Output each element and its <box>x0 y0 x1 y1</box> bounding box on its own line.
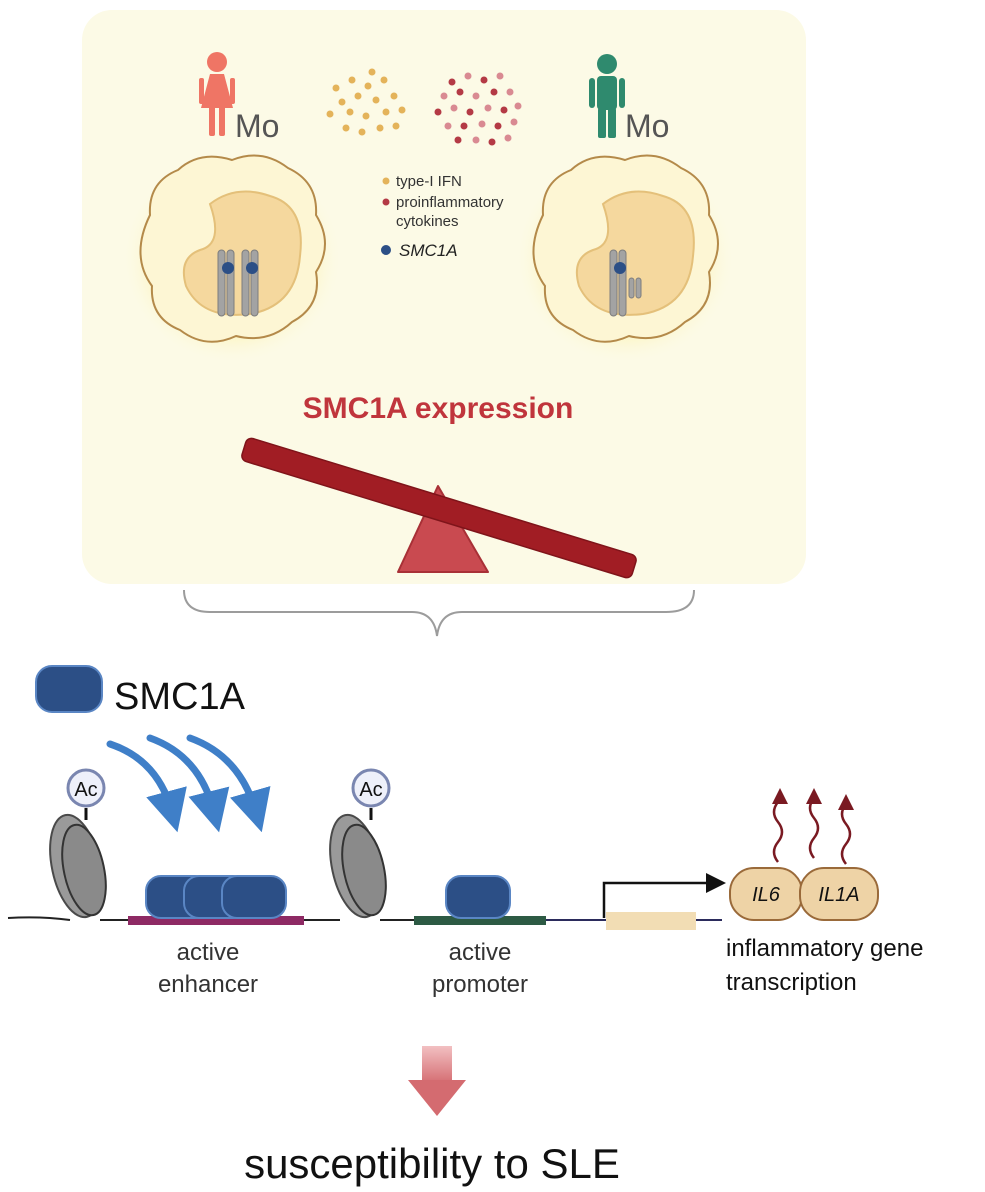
connecting-brace <box>183 589 695 637</box>
seesaw-beam <box>241 437 637 579</box>
legend-ifn-label: type-I IFN <box>396 173 462 190</box>
promoter-region <box>414 916 546 925</box>
nucleosome-left: Ac <box>49 768 107 919</box>
transcript-arrowheads <box>772 788 854 810</box>
acetyl-mark-right-label: Ac <box>359 779 382 801</box>
seesaw <box>241 437 637 579</box>
male-icon <box>589 54 625 138</box>
promoter-label-line1: active <box>449 939 512 966</box>
nucleosome-right: Ac <box>329 768 391 919</box>
smc1a-protein-icon <box>35 665 103 713</box>
right-nucleus <box>575 190 695 316</box>
smc1a-promoter-complex <box>445 875 511 919</box>
smc1a-marker-left-1 <box>222 262 234 274</box>
smc1a-protein-label: SMC1A <box>114 676 246 718</box>
gene-body <box>606 912 696 930</box>
enhancer-region <box>128 916 304 925</box>
cytokine-dot-cluster <box>434 72 522 146</box>
enhancer-label-line1: active <box>177 939 240 966</box>
female-icon <box>199 52 235 136</box>
promoter-label-line2: promoter <box>432 971 528 998</box>
left-monocyte-cell <box>122 152 342 364</box>
legend-cytokine-swatch <box>382 198 390 206</box>
legend-smc1a-label: SMC1A <box>399 241 458 260</box>
legend-smc1a-swatch <box>381 245 391 255</box>
acetyl-mark-left <box>66 768 106 808</box>
smc1a-enhancer-complex <box>145 875 287 919</box>
smc1a-marker-right <box>614 262 626 274</box>
gene-il1a: IL1A <box>799 867 879 921</box>
acetyl-mark-left-label: Ac <box>74 779 97 801</box>
right-monocyte-cell <box>515 152 735 364</box>
outcome-arrow <box>408 1046 466 1116</box>
transcript-squiggles <box>772 794 852 865</box>
legend-cytokine-label-line1: proinflammatory <box>396 194 504 211</box>
ifn-dot-cluster <box>326 68 406 136</box>
legend-ifn-swatch <box>382 177 390 185</box>
recruitment-arrows <box>106 734 271 833</box>
legend: type-I IFN proinflammatory cytokines SMC… <box>381 173 504 260</box>
transcription-label-line1: inflammatory gene <box>726 935 923 962</box>
outcome-label: susceptibility to SLE <box>244 1140 620 1187</box>
gene-il6: IL6 <box>729 867 803 921</box>
gene-il1a-label: IL1A <box>818 884 859 906</box>
gene-il6-label: IL6 <box>752 884 781 906</box>
acetyl-mark-right <box>351 768 391 808</box>
legend-cytokine-label-line2: cytokines <box>396 213 459 230</box>
transcription-label-line2: transcription <box>726 969 857 996</box>
right-cell-label: Mo <box>625 108 669 144</box>
smc1a-marker-left-2 <box>246 262 258 274</box>
seesaw-fulcrum <box>397 485 489 573</box>
expression-label: SMC1A expression <box>303 392 574 425</box>
left-cell-label: Mo <box>235 108 279 144</box>
transcription-start-arrow <box>602 873 726 918</box>
enhancer-label-line2: enhancer <box>158 971 258 998</box>
dna-strand <box>7 916 722 921</box>
